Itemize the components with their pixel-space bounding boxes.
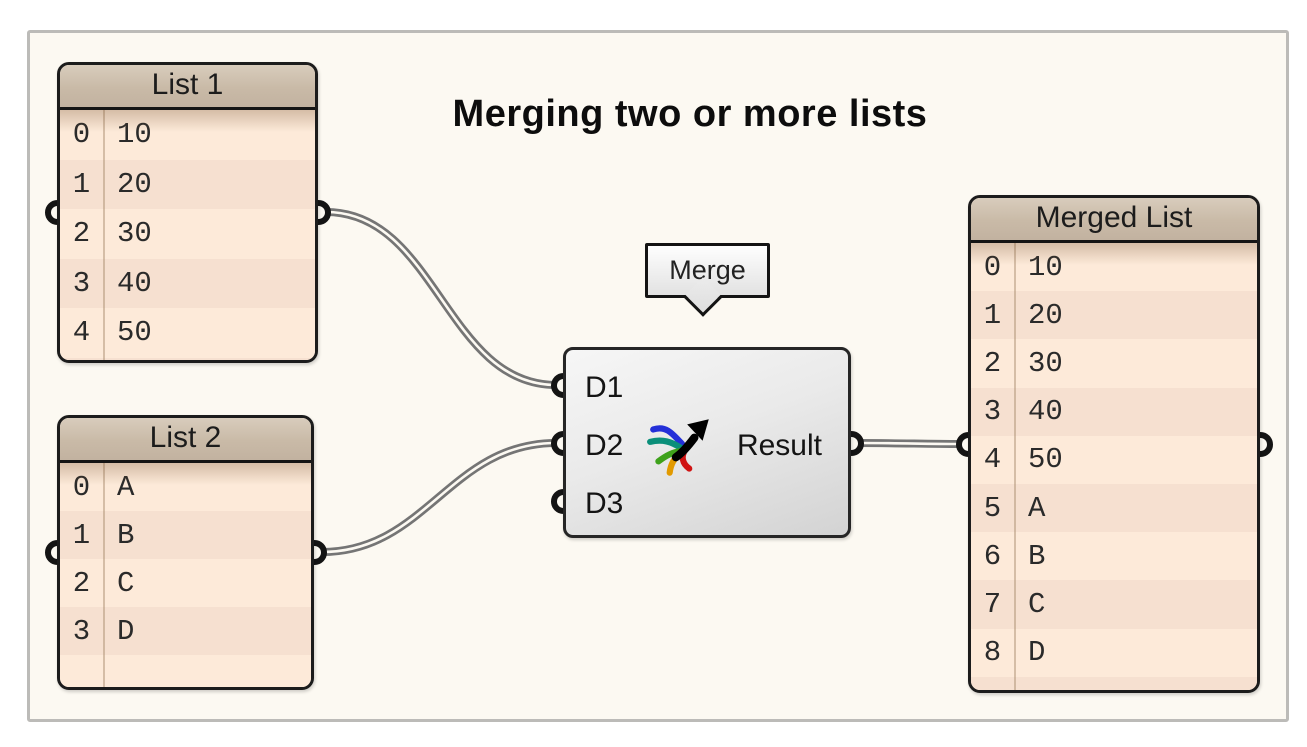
row-value: 20 (117, 167, 152, 201)
row-index: 0 (72, 470, 91, 504)
input-label-d3: D3 (585, 487, 624, 520)
panel-row: 2 30 (60, 209, 315, 259)
panel-row: 1 20 (60, 159, 315, 209)
row-index: 2 (72, 217, 91, 251)
row-value: 30 (1028, 346, 1063, 380)
panel-row: 3 40 (971, 387, 1257, 436)
row-value: 50 (1028, 443, 1063, 477)
row-value: 30 (117, 217, 152, 251)
row-value: 10 (1028, 250, 1063, 284)
input-label-d1: D1 (585, 371, 624, 404)
row-value: 40 (1028, 395, 1063, 429)
row-index: 4 (72, 316, 91, 350)
row-index: 3 (983, 395, 1002, 429)
row-index: 0 (983, 250, 1002, 284)
panel-merged-header: Merged List (971, 198, 1257, 243)
row-index: 2 (983, 346, 1002, 380)
merge-arrows-icon (647, 419, 709, 476)
output-label-result: Result (736, 429, 822, 462)
panel-filler (971, 676, 1257, 690)
row-value: 10 (117, 118, 152, 152)
panel-list1-body: 0 10 1 20 2 30 3 40 4 50 (60, 110, 315, 360)
wire-result-to-merged-core (856, 441, 962, 446)
wire-list2-to-d2-core (320, 441, 558, 554)
panel-row: 4 50 (971, 435, 1257, 484)
panel-list2-header: List 2 (60, 418, 311, 463)
panel-filler (60, 357, 315, 360)
row-value: 20 (1028, 298, 1063, 332)
row-value: D (1028, 636, 1046, 670)
row-value: B (117, 518, 135, 552)
merge-icon-blue-stream (650, 425, 686, 447)
panel-row: 3 40 (60, 258, 315, 308)
row-index: 7 (983, 587, 1002, 621)
row-index: 6 (983, 539, 1002, 573)
panel-row: 4 50 (60, 308, 315, 358)
panel-list1[interactable]: List 1 0 10 1 20 2 30 3 40 4 50 (57, 62, 318, 363)
panel-row: 0 10 (971, 243, 1257, 292)
row-index: 3 (72, 614, 91, 648)
panel-list1-header: List 1 (60, 65, 315, 110)
panel-row: 2 30 (971, 339, 1257, 388)
panel-row: 1 20 (971, 291, 1257, 340)
row-value: C (1028, 587, 1046, 621)
row-index: 4 (983, 443, 1002, 477)
row-value: 50 (117, 316, 152, 350)
merge-icon-teal-stream (647, 437, 685, 452)
merge-icon-arrow-head (687, 419, 709, 441)
row-index: 1 (983, 298, 1002, 332)
row-value: A (117, 470, 135, 504)
row-index: 8 (983, 636, 1002, 670)
merge-icon-arrow-shaft (671, 433, 699, 462)
row-index: 1 (72, 518, 91, 552)
panel-row: 0 10 (60, 110, 315, 160)
row-value: 40 (117, 266, 152, 300)
row-index: 5 (983, 491, 1002, 525)
row-index: 2 (72, 566, 91, 600)
row-value: A (1028, 491, 1046, 525)
row-index: 3 (72, 266, 91, 300)
wire-list1-to-d1-core (324, 210, 558, 387)
row-value: B (1028, 539, 1046, 573)
row-value: C (117, 566, 135, 600)
row-value: D (117, 614, 135, 648)
row-index: 1 (72, 167, 91, 201)
input-label-d2: D2 (585, 429, 624, 462)
row-index: 0 (72, 118, 91, 152)
page-title: Merging two or more lists (452, 93, 928, 135)
panel-filler (60, 655, 311, 687)
